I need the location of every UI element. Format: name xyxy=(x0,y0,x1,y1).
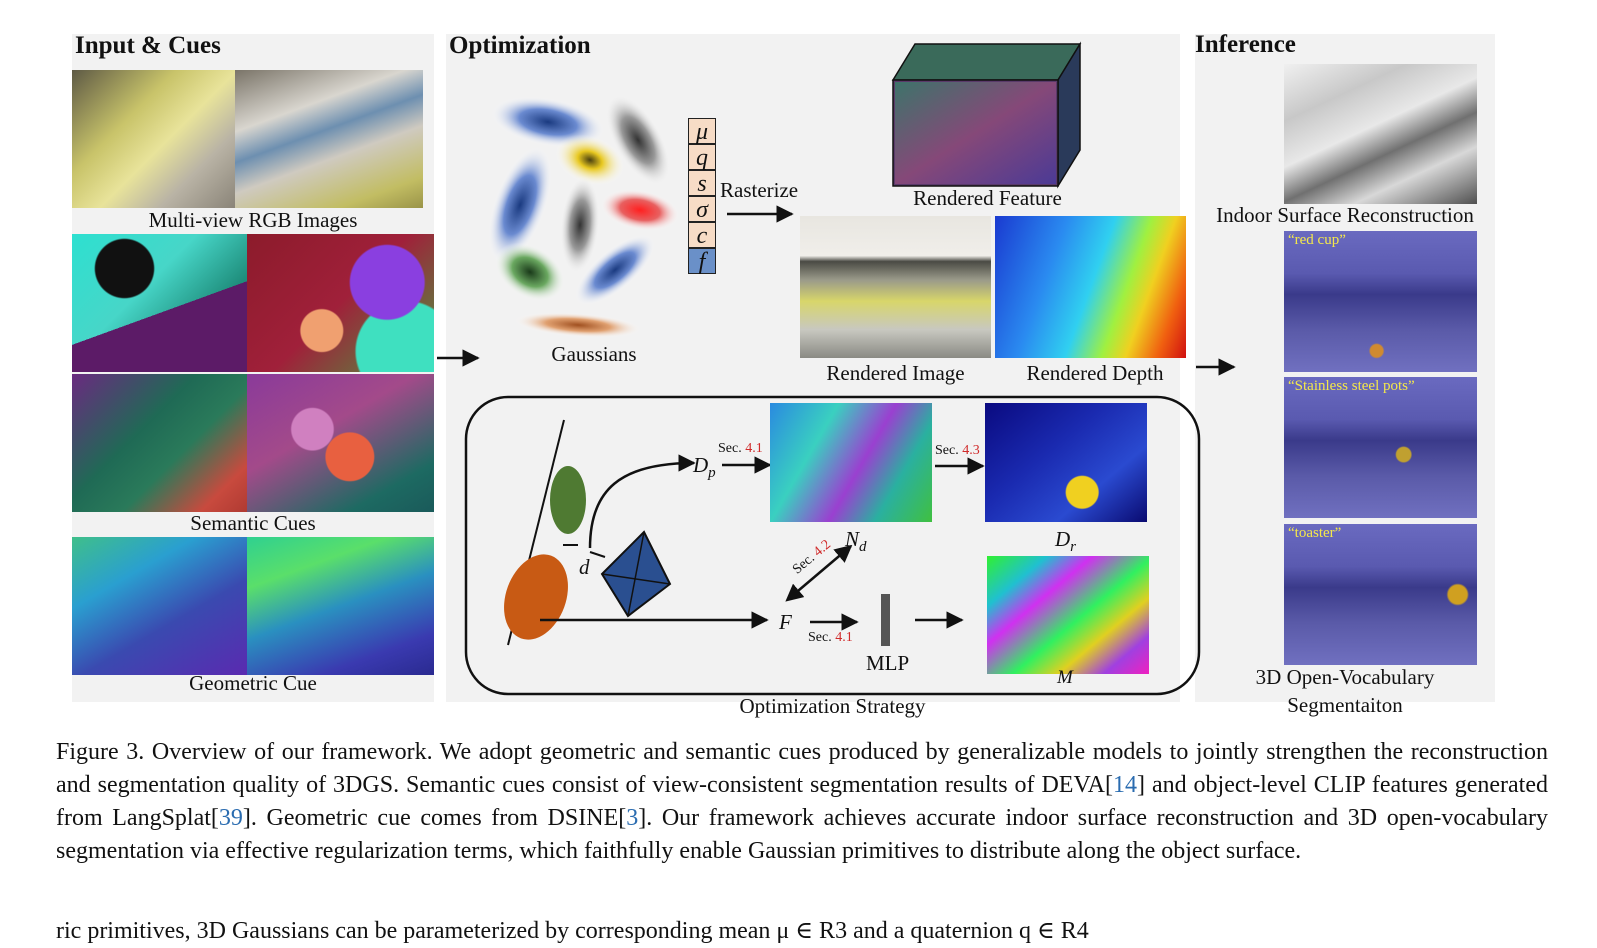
rasterize-label: Rasterize xyxy=(720,178,799,202)
segmentation-label-line2: Segmentaiton xyxy=(1287,693,1403,717)
rendered-image xyxy=(800,216,991,358)
rendered-depth-label: Rendered Depth xyxy=(1026,361,1164,385)
ref-3[interactable]: 3 xyxy=(626,805,639,831)
input-title: Input & Cues xyxy=(75,32,221,59)
param-mu: μ xyxy=(688,118,716,145)
surface-reconstruction-image xyxy=(1284,64,1477,204)
semantic-seg-2 xyxy=(247,234,434,372)
gaussians-label: Gaussians xyxy=(551,342,637,366)
orange-gaussian xyxy=(504,554,568,640)
semantic-feature-1 xyxy=(72,374,247,512)
seg-result-red-cup xyxy=(1284,231,1477,372)
query-toaster: “toaster” xyxy=(1288,525,1342,541)
param-sigma: σ xyxy=(688,196,716,223)
semantic-seg-1 xyxy=(72,234,247,372)
m-label: M xyxy=(1057,667,1073,688)
optimization-strategy-label: Optimization Strategy xyxy=(739,694,926,718)
param-q: q xyxy=(688,144,716,171)
dr-label: Dr xyxy=(1055,527,1077,556)
diagram-svg xyxy=(437,41,1236,696)
rgb-images-label: Multi-view RGB Images xyxy=(148,208,358,232)
semantic-feature-2 xyxy=(247,374,434,512)
f-label: F xyxy=(779,610,792,634)
rendered-feature-label: Rendered Feature xyxy=(913,186,1062,210)
rgb-image-1 xyxy=(72,70,235,208)
dp-label: Dp xyxy=(693,453,716,482)
query-red-cup: “red cup” xyxy=(1288,232,1346,248)
normal-map-1 xyxy=(72,537,247,675)
seg-result-toaster xyxy=(1284,524,1477,665)
ref-14[interactable]: 14 xyxy=(1113,772,1138,798)
query-steel-pots: “Stainless steel pots” xyxy=(1288,378,1415,394)
nd-label: Nd xyxy=(845,527,867,556)
geometric-cue-label: Geometric Cue xyxy=(189,671,317,695)
sec-label-2: Sec. 4.3 xyxy=(935,443,980,458)
d-label: d xyxy=(579,555,590,579)
optimization-title: Optimization xyxy=(449,32,591,59)
sec-label-4: Sec. 4.1 xyxy=(808,630,853,645)
seg-result-steel-pots xyxy=(1284,377,1477,518)
body-text-cutoff: ric primitives, 3D Gaussians can be para… xyxy=(56,918,1089,944)
camera-icon xyxy=(600,530,672,618)
surface-reconstruction-label: Indoor Surface Reconstruction xyxy=(1216,203,1474,227)
rgb-image-2 xyxy=(235,70,423,208)
normal-map-2 xyxy=(247,537,434,675)
gaussians-icon xyxy=(487,93,680,338)
figure-caption: Figure 3. Overview of our framework. We … xyxy=(56,739,1549,864)
mlp-block xyxy=(881,594,890,646)
param-s: s xyxy=(688,170,716,197)
mask-render-image xyxy=(987,556,1149,674)
optimization-strategy-box xyxy=(464,395,1201,696)
normal-render-image xyxy=(770,403,932,522)
param-c: c xyxy=(688,222,716,249)
depth-residual-image xyxy=(985,403,1147,522)
param-f: f xyxy=(688,248,716,275)
sec-label-1: Sec. 4.1 xyxy=(718,441,763,456)
rendered-image-label: Rendered Image xyxy=(826,361,965,385)
rendered-depth xyxy=(995,216,1186,358)
inference-title: Inference xyxy=(1195,31,1296,58)
rendered-feature-cube xyxy=(891,41,1082,189)
semantic-cues-label: Semantic Cues xyxy=(190,511,316,535)
green-gaussian xyxy=(550,466,586,534)
mlp-label: MLP xyxy=(866,651,910,675)
segmentation-label-line1: 3D Open-Vocabulary xyxy=(1255,665,1435,689)
ref-39[interactable]: 39 xyxy=(218,805,243,831)
